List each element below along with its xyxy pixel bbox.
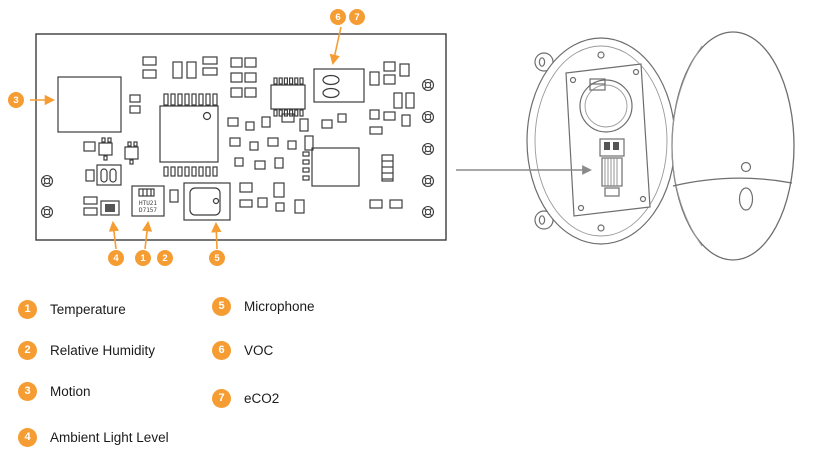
legend-item-ambient-light: 4 Ambient Light Level <box>18 427 169 447</box>
legend-item-relative-humidity: 2 Relative Humidity <box>18 340 155 360</box>
legend-label-eco2: eCO2 <box>244 390 280 406</box>
back-plate-rim <box>534 45 668 237</box>
legend-label-relative-humidity: Relative Humidity <box>50 342 156 358</box>
callout-badge-3: 3 <box>7 91 25 109</box>
legend-label-microphone: Microphone <box>244 298 315 314</box>
legend-item-temperature: 1 Temperature <box>18 299 126 319</box>
legend-label-temperature: Temperature <box>50 301 126 317</box>
smd-components-top <box>129 56 257 114</box>
internal-pcb <box>565 63 651 217</box>
legend-label-motion: Motion <box>50 383 91 399</box>
legend-label-voc: VOC <box>244 342 274 358</box>
secondary-ic <box>302 147 394 187</box>
voc-eco2-sensor <box>313 68 365 103</box>
legend-badge-6: 6 <box>212 340 231 360</box>
callout-badge-6: 6 <box>329 8 347 26</box>
main-ic <box>159 93 219 177</box>
lens-window <box>738 187 754 211</box>
htu21-temp-humidity-sensor: HTU21 D7157 <box>131 185 165 217</box>
light-window <box>740 161 752 173</box>
battery <box>579 78 633 133</box>
pcb: HTU21 D7157 <box>35 33 447 241</box>
arrows <box>30 26 592 250</box>
legend-item-eco2: 7 eCO2 <box>212 388 279 408</box>
legend-badge-5: 5 <box>212 296 231 316</box>
sensor-stack <box>599 138 625 197</box>
legend-label-ambient-light: Ambient Light Level <box>50 429 169 445</box>
legend-badge-2: 2 <box>18 340 37 360</box>
smd-components-left <box>83 137 139 216</box>
legend-badge-4: 4 <box>18 427 37 447</box>
callout-badge-1: 1 <box>134 249 152 267</box>
screw-pads <box>40 78 435 219</box>
legend-badge-1: 1 <box>18 299 37 319</box>
small-ic <box>270 77 306 117</box>
callout-arrow-4 <box>108 220 120 250</box>
smd-components-center <box>227 113 347 170</box>
motion-sensor <box>57 76 122 133</box>
callout-arrow-1-2 <box>141 220 153 250</box>
chip-label-line1: HTU21 <box>139 200 157 207</box>
chip-label-line2: D7157 <box>139 207 157 214</box>
ambient-light-sensor <box>100 200 120 216</box>
mounting-tabs <box>534 52 554 230</box>
microphone-component <box>169 182 231 221</box>
legend-item-voc: 6 VOC <box>212 340 273 360</box>
smd-components-right <box>369 61 415 135</box>
callout-badge-2: 2 <box>156 249 174 267</box>
legend-item-motion: 3 Motion <box>18 381 91 401</box>
callout-badge-4: 4 <box>107 249 125 267</box>
enclosure-front-cover <box>671 31 795 261</box>
enclosure <box>526 31 795 261</box>
legend-item-microphone: 5 Microphone <box>212 296 315 316</box>
legend-badge-7: 7 <box>212 388 231 408</box>
callout-badge-7: 7 <box>348 8 366 26</box>
legend-badge-3: 3 <box>18 381 37 401</box>
callout-badge-5: 5 <box>208 249 226 267</box>
callout-arrow-5 <box>211 221 222 250</box>
cover-seam <box>672 177 793 187</box>
callout-arrow-6-7 <box>329 26 342 66</box>
pcb-board <box>35 33 447 241</box>
smd-components-bottom <box>239 182 403 214</box>
